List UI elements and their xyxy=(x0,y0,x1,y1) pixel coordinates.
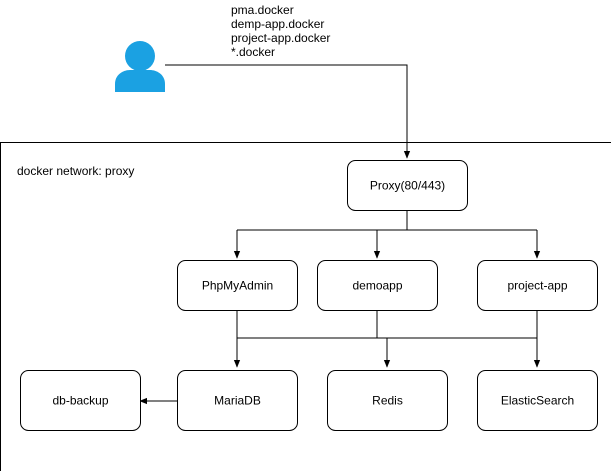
node-proxy: Proxy(80/443) xyxy=(347,160,468,211)
node-label: demoapp xyxy=(352,279,402,293)
node-redis: Redis xyxy=(327,370,448,431)
node-label: MariaDB xyxy=(214,394,261,408)
node-db-backup: db-backup xyxy=(20,370,141,431)
node-demoapp: demoapp xyxy=(317,260,438,311)
node-phpmyadmin: PhpMyAdmin xyxy=(177,260,298,311)
node-label: Redis xyxy=(372,394,403,408)
network-label: docker network: proxy xyxy=(17,164,134,178)
domain-item: pma.docker xyxy=(231,3,294,17)
node-elasticsearch: ElasticSearch xyxy=(477,370,598,431)
node-label: project-app xyxy=(507,279,567,293)
node-label: PhpMyAdmin xyxy=(202,279,273,293)
domain-list: pma.docker demp-app.docker project-app.d… xyxy=(231,3,330,59)
node-project-app: project-app xyxy=(477,260,598,311)
domain-item: project-app.docker xyxy=(231,31,330,45)
node-label: db-backup xyxy=(52,394,108,408)
node-label: ElasticSearch xyxy=(501,394,574,408)
domain-item: demp-app.docker xyxy=(231,17,324,31)
node-label: Proxy(80/443) xyxy=(370,179,445,193)
edges xyxy=(139,64,541,405)
node-mariadb: MariaDB xyxy=(177,370,298,431)
edge-user-proxy xyxy=(165,64,411,159)
domain-item: *.docker xyxy=(231,45,275,59)
user-icon xyxy=(115,41,165,92)
